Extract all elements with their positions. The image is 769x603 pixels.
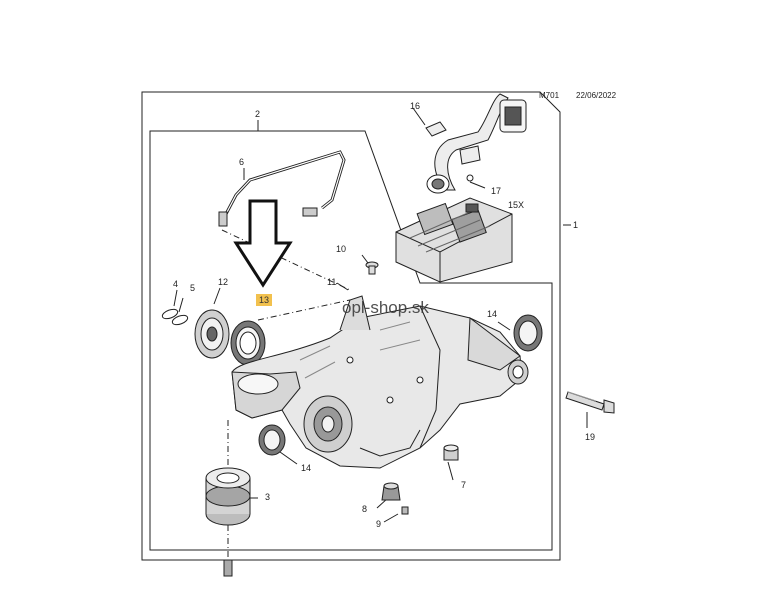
bolt-19 xyxy=(565,391,615,414)
callout-15X: 15X xyxy=(508,200,525,210)
callout-17: 17 xyxy=(491,186,502,196)
callout-12: 12 xyxy=(218,277,229,287)
callout-16: 16 xyxy=(410,101,421,111)
breather-hose-16 xyxy=(425,93,527,194)
watermark-text: opl-shop.sk xyxy=(342,298,429,317)
plug-7 xyxy=(443,444,459,461)
down-arrow-icon xyxy=(233,199,293,288)
bolt-10 xyxy=(365,261,379,275)
seal-13 xyxy=(230,320,266,366)
seal-14-left xyxy=(258,424,286,456)
bushing-3 xyxy=(205,467,251,577)
callout-14-right: 14 xyxy=(487,309,498,319)
callout-19: 19 xyxy=(585,432,596,442)
callout-2: 2 xyxy=(255,109,261,119)
differential-housing xyxy=(231,295,529,469)
control-module-15X xyxy=(395,197,513,283)
callout-8: 8 xyxy=(362,504,368,514)
callout-1: 1 xyxy=(573,220,579,230)
outer-frame xyxy=(141,91,561,561)
callout-5: 5 xyxy=(190,283,196,293)
clips-4-5 xyxy=(161,308,189,326)
pipe-6 xyxy=(218,150,346,227)
bolt-9 xyxy=(401,506,409,515)
callout-9: 9 xyxy=(376,519,382,529)
callout-4: 4 xyxy=(173,279,179,289)
callout-13-highlighted: 13 xyxy=(256,294,273,306)
diagram-code: M701 xyxy=(539,91,560,100)
callout-14-left: 14 xyxy=(301,463,312,473)
plug-8 xyxy=(381,482,401,501)
callout-7: 7 xyxy=(461,480,467,490)
seal-14-right xyxy=(513,314,543,352)
callout-3: 3 xyxy=(265,492,271,502)
flange-12 xyxy=(194,309,230,359)
diagram-date: 22/06/2022 xyxy=(576,91,617,100)
callout-6: 6 xyxy=(239,157,245,167)
callout-10: 10 xyxy=(336,244,347,254)
assembly-frame xyxy=(149,130,553,551)
callout-11: 11 xyxy=(327,277,337,287)
